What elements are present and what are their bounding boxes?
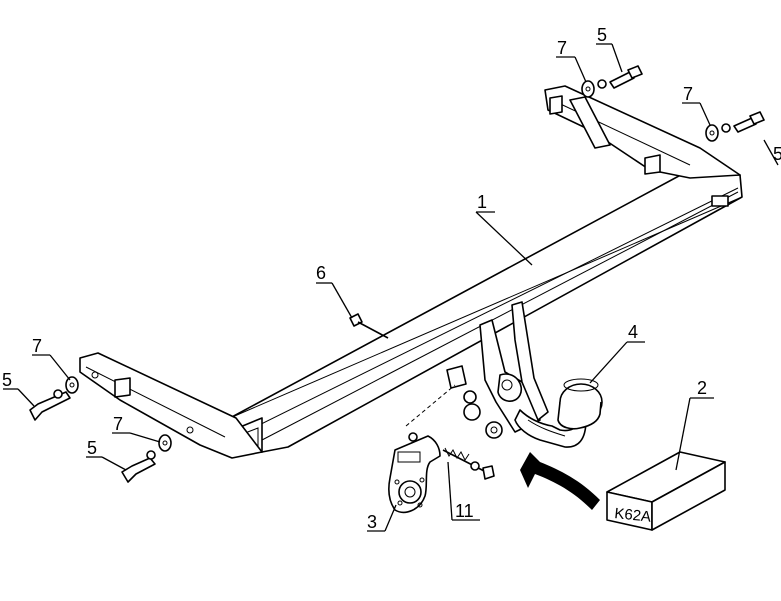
kit-box-code: K62A	[614, 505, 652, 526]
label-spring-bolt: 11	[455, 501, 474, 521]
label-bolt-left-upper: 5	[2, 370, 12, 390]
label-washer-left-upper: 7	[32, 336, 42, 356]
label-washer-right-top: 7	[557, 38, 567, 58]
assembly-arrow-icon	[520, 452, 600, 510]
right-side-bracket	[544, 85, 741, 179]
label-beam: 1	[477, 192, 487, 212]
left-lower-fasteners	[121, 434, 172, 483]
crossbeam	[227, 169, 743, 456]
callout-labels: 1 2 3 4 5 5 5 5 6 7 7 7 7 11	[2, 25, 781, 532]
kit-box: K62A	[606, 451, 726, 531]
electrical-plate	[388, 432, 441, 514]
tow-ball	[514, 378, 603, 448]
label-bolt-left-lower: 5	[87, 438, 97, 458]
label-electrical-plate: 3	[367, 512, 377, 532]
leader-lines	[3, 43, 779, 532]
label-kit-box: 2	[697, 378, 707, 398]
label-tow-ball: 4	[628, 322, 638, 342]
spacer-block	[405, 365, 467, 427]
towball-drop-bracket	[463, 301, 549, 439]
label-bolt-right-edge: 5	[773, 144, 781, 164]
label-bolt-right-top: 5	[597, 25, 607, 45]
left-upper-fasteners	[29, 376, 79, 421]
label-center-bolt: 6	[316, 263, 326, 283]
right-mid-fasteners	[705, 111, 765, 142]
label-washer-left-lower: 7	[113, 414, 123, 434]
center-bolt	[349, 313, 389, 339]
spring-bolt	[442, 447, 495, 480]
label-washer-right-mid: 7	[683, 84, 693, 104]
right-top-fasteners	[581, 65, 643, 98]
left-side-bracket	[79, 352, 263, 459]
